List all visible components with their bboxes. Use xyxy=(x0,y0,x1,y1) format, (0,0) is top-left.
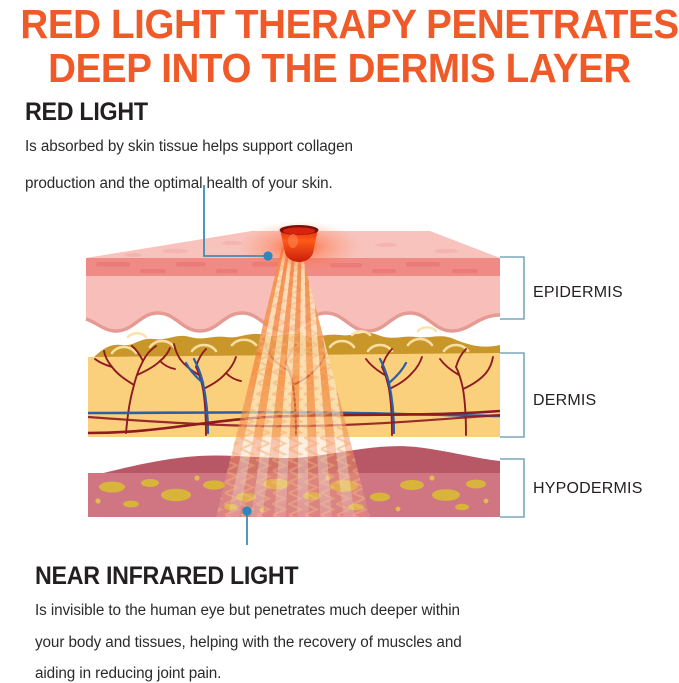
page-title: RED LIGHT THERAPY PENETRATES DEEP INTO T… xyxy=(0,0,679,90)
dermis-crest-marks xyxy=(110,325,470,355)
layer-label-dermis: DERMIS xyxy=(533,392,597,409)
title-line-2: DEEP INTO THE DERMIS LAYER xyxy=(48,45,631,91)
dermis-vein-plexus xyxy=(87,411,501,418)
red-light-heading: RED LIGHT xyxy=(25,98,148,126)
near-infrared-connector-dot xyxy=(242,506,252,516)
dermis-veins xyxy=(184,357,408,435)
red-light-connector-line xyxy=(203,185,267,257)
red-light-body-line-1: Is absorbed by skin tissue helps support… xyxy=(25,138,353,155)
layer-label-epidermis: EPIDERMIS xyxy=(533,284,623,301)
layer-brackets xyxy=(500,256,525,518)
bracket-hypodermis xyxy=(500,458,525,518)
red-light-connector-dot xyxy=(263,251,273,261)
led-inner xyxy=(283,227,315,235)
red-led-light-source xyxy=(237,221,361,273)
led-highlight xyxy=(288,234,298,248)
bracket-dermis xyxy=(500,352,525,438)
near-infrared-body-line-2: your body and tissues, helping with the … xyxy=(35,634,462,651)
red-light-connector xyxy=(203,185,273,261)
skin-cross-section-diagram xyxy=(85,185,525,545)
red-light-body-line-2: production and the optimal health of you… xyxy=(25,175,333,192)
layer-label-hypodermis: HYPODERMIS xyxy=(533,480,643,497)
near-infrared-heading: NEAR INFRARED LIGHT xyxy=(35,562,299,590)
near-infrared-connector xyxy=(242,506,252,545)
bracket-epidermis xyxy=(500,256,525,320)
near-infrared-body-line-3: aiding in reducing joint pain. xyxy=(35,665,222,682)
epidermis-surface-texture xyxy=(124,240,458,257)
title-line-1: RED LIGHT THERAPY PENETRATES xyxy=(20,1,679,47)
near-infrared-body-line-1: Is invisible to the human eye but penetr… xyxy=(35,602,460,619)
